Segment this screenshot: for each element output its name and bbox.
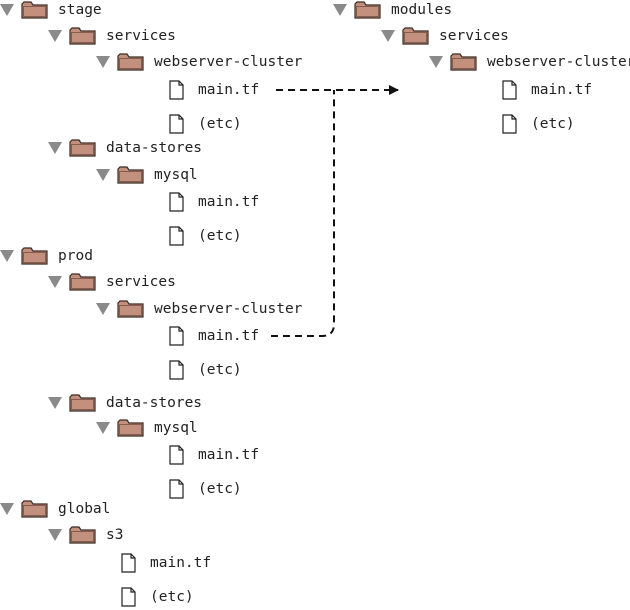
- tree-item-label: prod: [58, 248, 93, 264]
- tree-item-label: webserver-cluster: [487, 54, 630, 70]
- folder-icon: [117, 53, 144, 71]
- folder-icon: [117, 166, 144, 184]
- tree-item-label: mysql: [154, 420, 198, 436]
- folder-icon: [21, 1, 48, 19]
- tree-folder-item: prod: [0, 243, 93, 269]
- file-icon: [169, 479, 184, 499]
- tree-item-label: services: [106, 28, 176, 44]
- tree-item-label: data-stores: [106, 140, 203, 156]
- tree-folder-item: services: [48, 269, 176, 295]
- file-icon: [502, 80, 517, 100]
- file-icon: [169, 80, 184, 100]
- tree-item-label: data-stores: [106, 395, 203, 411]
- expand-triangle-icon: [48, 529, 62, 541]
- tree-folder-item: data-stores: [48, 135, 202, 161]
- tree-folder-item: services: [381, 23, 509, 49]
- file-icon: [169, 360, 184, 380]
- tree-file-item: main.tf: [121, 550, 211, 576]
- tree-folder-item: webserver-cluster: [96, 296, 302, 322]
- file-icon: [169, 326, 184, 346]
- prod-to-module-connector: [271, 90, 335, 337]
- tree-item-label: main.tf: [198, 82, 260, 98]
- tree-item-label: (etc): [198, 116, 242, 132]
- tree-file-item: (etc): [169, 476, 242, 502]
- tree-item-label: stage: [58, 2, 102, 18]
- tree-item-label: main.tf: [150, 555, 212, 571]
- file-icon: [169, 445, 184, 465]
- expand-triangle-icon: [48, 397, 62, 409]
- tree-item-label: (etc): [198, 362, 242, 378]
- tree-item-label: webserver-cluster: [154, 54, 303, 70]
- folder-icon: [69, 526, 96, 544]
- tree-item-label: main.tf: [198, 194, 260, 210]
- tree-folder-item: modules: [333, 0, 452, 23]
- folder-icon: [21, 247, 48, 265]
- tree-file-item: (etc): [169, 223, 242, 249]
- file-icon: [169, 114, 184, 134]
- tree-item-label: (etc): [198, 228, 242, 244]
- tree-item-label: main.tf: [198, 328, 260, 344]
- tree-file-item: (etc): [502, 111, 575, 137]
- tree-item-label: webserver-cluster: [154, 301, 303, 317]
- folder-icon: [402, 27, 429, 45]
- tree-folder-item: mysql: [96, 162, 198, 188]
- file-icon: [169, 226, 184, 246]
- tree-folder-item: services: [48, 23, 176, 49]
- tree-item-label: (etc): [531, 116, 575, 132]
- folder-icon: [450, 53, 477, 71]
- expand-triangle-icon: [48, 142, 62, 154]
- tree-folder-item: data-stores: [48, 390, 202, 416]
- tree-file-item: (etc): [169, 357, 242, 383]
- tree-item-label: main.tf: [531, 82, 593, 98]
- folder-icon: [117, 419, 144, 437]
- tree-folder-item: global: [0, 496, 110, 522]
- expand-triangle-icon: [48, 276, 62, 288]
- tree-item-label: (etc): [198, 481, 242, 497]
- expand-triangle-icon: [96, 422, 110, 434]
- file-icon: [169, 192, 184, 212]
- folder-icon: [354, 1, 381, 19]
- expand-triangle-icon: [381, 30, 395, 42]
- file-icon: [502, 114, 517, 134]
- folder-icon: [117, 300, 144, 318]
- tree-item-label: mysql: [154, 167, 198, 183]
- tree-file-item: (etc): [169, 111, 242, 137]
- folder-icon: [69, 394, 96, 412]
- tree-folder-item: s3: [48, 522, 123, 548]
- expand-triangle-icon: [96, 303, 110, 315]
- tree-file-item: main.tf: [169, 323, 259, 349]
- tree-file-item: main.tf: [502, 77, 592, 103]
- expand-triangle-icon: [96, 169, 110, 181]
- tree-folder-item: mysql: [96, 415, 198, 441]
- expand-triangle-icon: [48, 30, 62, 42]
- expand-triangle-icon: [333, 4, 347, 16]
- expand-triangle-icon: [0, 503, 14, 515]
- expand-triangle-icon: [429, 56, 443, 68]
- folder-icon: [69, 273, 96, 291]
- tree-file-item: main.tf: [169, 77, 259, 103]
- tree-folder-item: webserver-cluster: [429, 49, 630, 75]
- tree-item-label: (etc): [150, 589, 194, 605]
- folder-icon: [69, 27, 96, 45]
- expand-triangle-icon: [96, 56, 110, 68]
- tree-item-label: global: [58, 501, 111, 517]
- tree-item-label: s3: [106, 527, 124, 543]
- tree-file-item: (etc): [121, 584, 194, 610]
- file-icon: [121, 587, 136, 607]
- tree-folder-item: stage: [0, 0, 102, 23]
- tree-folder-item: webserver-cluster: [96, 49, 302, 75]
- tree-file-item: main.tf: [169, 189, 259, 215]
- tree-item-label: services: [439, 28, 509, 44]
- expand-triangle-icon: [0, 250, 14, 262]
- folder-icon: [21, 500, 48, 518]
- file-icon: [121, 553, 136, 573]
- expand-triangle-icon: [0, 4, 14, 16]
- tree-item-label: services: [106, 274, 176, 290]
- tree-item-label: main.tf: [198, 447, 260, 463]
- folder-icon: [69, 139, 96, 157]
- tree-file-item: main.tf: [169, 442, 259, 468]
- tree-item-label: modules: [391, 2, 453, 18]
